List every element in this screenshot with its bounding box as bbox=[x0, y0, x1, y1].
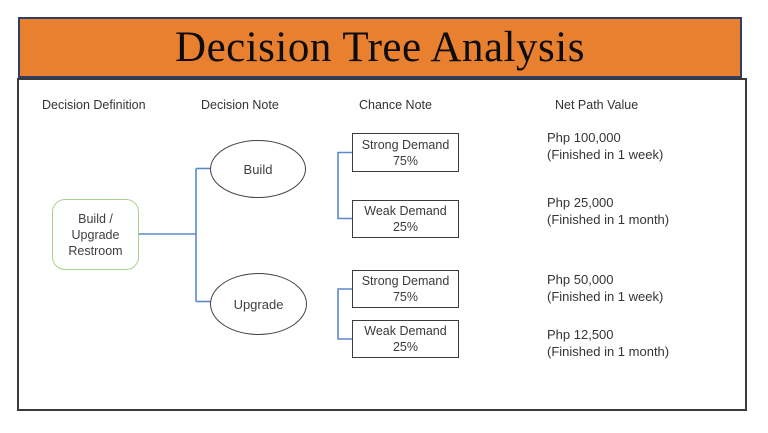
path-value-amount: Php 50,000 bbox=[547, 272, 614, 287]
chance-pct: 75% bbox=[392, 153, 419, 168]
decision-node-build-label: Build bbox=[243, 161, 273, 177]
root-label-line1: Build / bbox=[78, 211, 113, 226]
decision-definition-node: Build / Upgrade Restroom bbox=[52, 199, 139, 270]
root-label-line2: Upgrade bbox=[71, 227, 120, 242]
column-header-decision-definition: Decision Definition bbox=[42, 98, 146, 112]
net-path-value-upgrade-strong: Php 50,000 (Finished in 1 week) bbox=[547, 272, 663, 305]
path-value-amount: Php 12,500 bbox=[547, 327, 614, 342]
chance-pct: 75% bbox=[392, 290, 419, 304]
column-header-chance-note: Chance Note bbox=[359, 98, 432, 112]
column-header-net-path-value: Net Path Value bbox=[555, 98, 639, 112]
chance-pct: 25% bbox=[392, 340, 419, 354]
net-path-value-build-weak: Php 25,000 (Finished in 1 month) bbox=[547, 195, 669, 228]
chance-node-build-weak: Weak Demand 25% bbox=[352, 200, 459, 238]
path-value-note: (Finished in 1 month) bbox=[547, 343, 670, 359]
chance-node-build-strong: Strong Demand 75% bbox=[352, 133, 459, 172]
net-path-value-build-strong: Php 100,000 (Finished in 1 week) bbox=[547, 130, 663, 163]
column-header-decision-note: Decision Note bbox=[201, 98, 279, 112]
decision-node-upgrade: Upgrade bbox=[210, 273, 307, 335]
root-label-line3: Restroom bbox=[68, 243, 123, 258]
chance-node-upgrade-weak: Weak Demand 25% bbox=[352, 320, 459, 358]
chance-node-upgrade-strong: Strong Demand 75% bbox=[352, 270, 459, 308]
chance-name: Strong Demand bbox=[361, 274, 450, 288]
decision-node-upgrade-label: Upgrade bbox=[233, 296, 284, 312]
title-banner: Decision Tree Analysis bbox=[18, 17, 742, 78]
chance-pct: 25% bbox=[392, 220, 419, 234]
path-value-amount: Php 100,000 bbox=[547, 130, 621, 145]
path-value-note: (Finished in 1 week) bbox=[547, 288, 664, 304]
chance-name: Strong Demand bbox=[361, 137, 450, 152]
page-title: Decision Tree Analysis bbox=[175, 24, 585, 71]
path-value-note: (Finished in 1 month) bbox=[547, 211, 670, 227]
chance-name: Weak Demand bbox=[364, 324, 447, 338]
net-path-value-upgrade-weak: Php 12,500 (Finished in 1 month) bbox=[547, 327, 669, 360]
path-value-note: (Finished in 1 week) bbox=[547, 146, 664, 162]
decision-node-build: Build bbox=[210, 140, 306, 198]
path-value-amount: Php 25,000 bbox=[547, 195, 614, 210]
chance-name: Weak Demand bbox=[364, 204, 447, 218]
